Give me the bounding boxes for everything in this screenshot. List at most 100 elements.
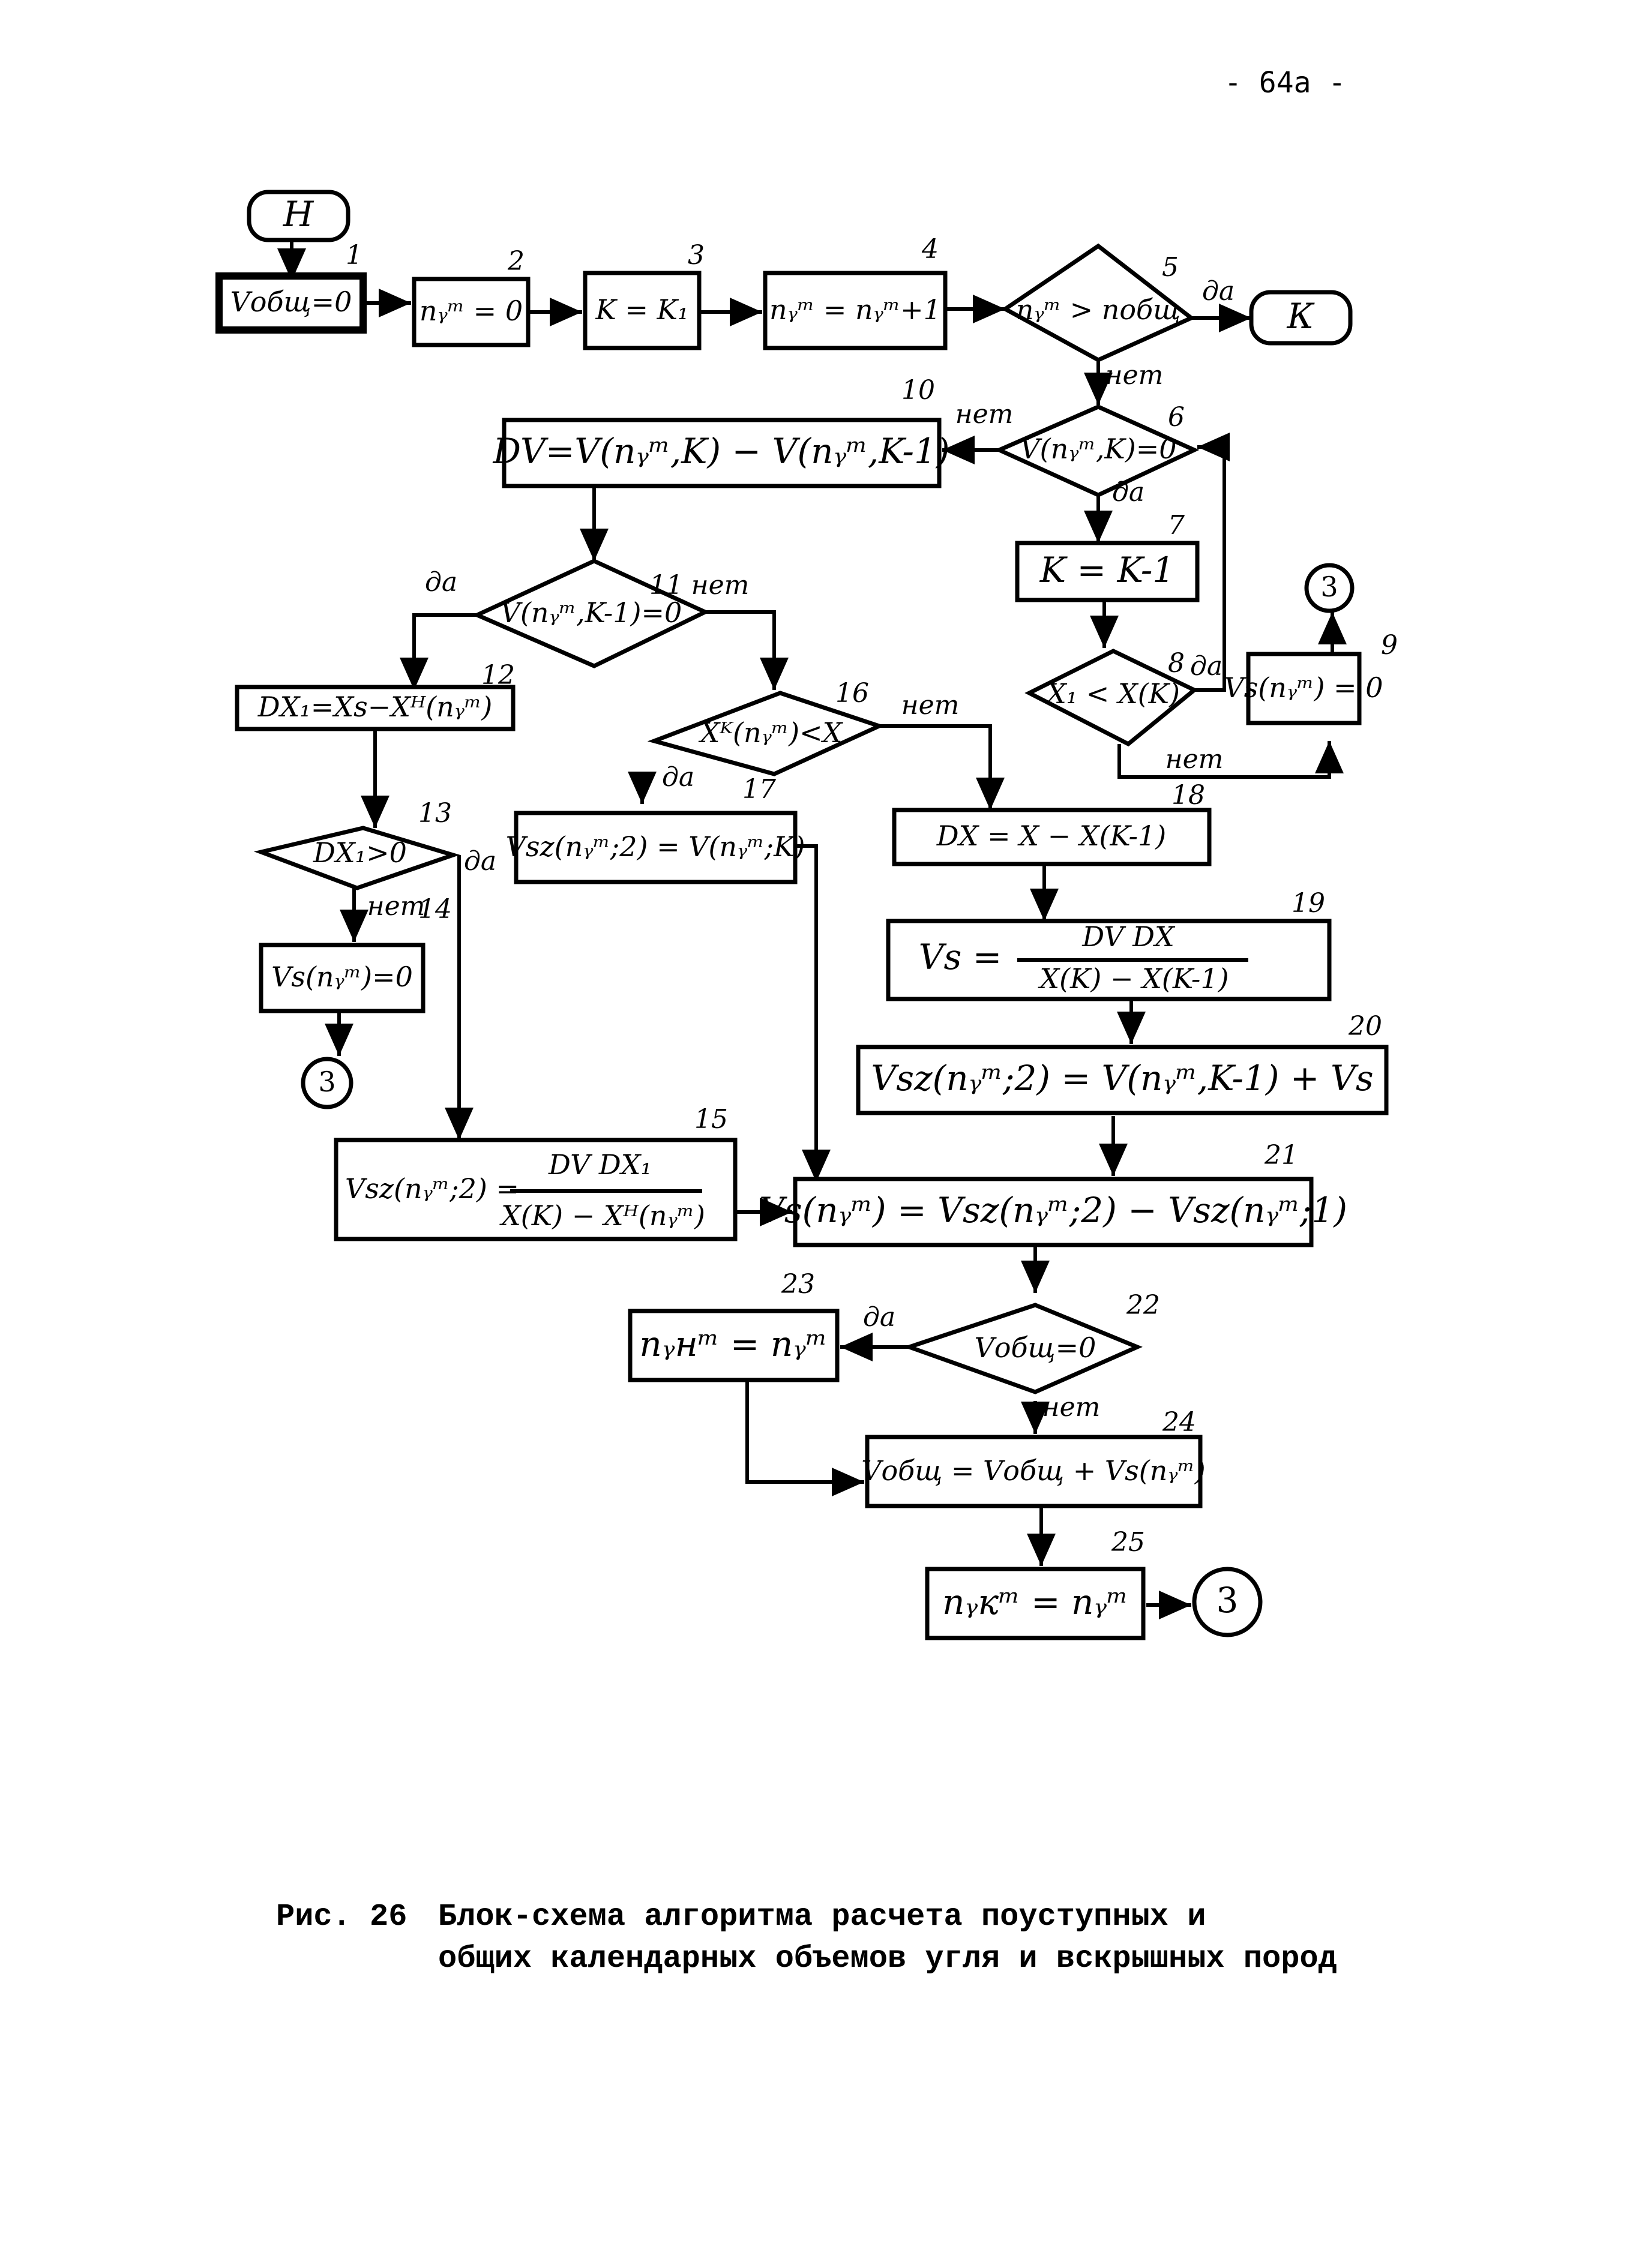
- block-23-number: 23: [781, 1269, 815, 1300]
- decision-16-yes-label: да: [662, 762, 694, 793]
- block-1: Vобщ=0 1: [215, 240, 367, 334]
- block-15-number: 15: [694, 1104, 728, 1135]
- flow-17-21: [795, 844, 831, 1182]
- block-17: Vsz(nᵧᵐ;2) = V(nᵧᵐ;K) 17: [506, 774, 805, 884]
- caption-line-2: общих календарных объемов угля и вскрышн…: [438, 1941, 1337, 1976]
- block-1-text: Vобщ=0: [230, 286, 352, 318]
- block-25-number: 25: [1111, 1527, 1145, 1558]
- connector-25-label: 3: [1216, 1580, 1239, 1621]
- decision-5-no-label: нет: [1105, 360, 1164, 391]
- block-7: K = K-1 7: [1015, 510, 1200, 602]
- decision-5: nᵧᵐ > nобщ 5 да нет: [1001, 243, 1235, 391]
- block-3-text: K = K₁: [595, 293, 689, 326]
- block-7-text: K = K-1: [1039, 550, 1174, 590]
- decision-6-yes-label: да: [1112, 477, 1144, 508]
- block-9-text: Vs(nᵧᵐ) = 0: [1224, 671, 1383, 704]
- block-7-number: 7: [1168, 510, 1185, 541]
- decision-22-yes-label: да: [863, 1302, 895, 1333]
- connector-lines: [277, 240, 1347, 1619]
- start-label: Н: [283, 194, 314, 235]
- block-19-numerator: DV DX: [1081, 920, 1176, 953]
- connector-25: 3: [1192, 1567, 1263, 1637]
- block-17-text: Vsz(nᵧᵐ;2) = V(nᵧᵐ;K): [506, 830, 805, 863]
- block-10-text: DV=V(nᵧᵐ,K) − V(nᵧᵐ,K-1): [492, 431, 949, 472]
- decision-22-no-label: нет: [1042, 1392, 1101, 1423]
- block-25: nᵧкᵐ = nᵧᵐ 25: [925, 1527, 1146, 1640]
- block-25-text: nᵧкᵐ = nᵧᵐ: [942, 1582, 1128, 1622]
- flow-8-9: [1117, 741, 1344, 779]
- block-14-number: 14: [418, 894, 452, 925]
- block-4: nᵧᵐ = nᵧᵐ+1 4: [763, 234, 948, 350]
- block-15-numerator: DV DX₁: [548, 1148, 652, 1181]
- connector-9: 3: [1304, 563, 1355, 613]
- block-12-number: 12: [481, 660, 515, 691]
- block-14: Vs(nᵧᵐ)=0 14: [259, 894, 452, 1013]
- decision-13-number: 13: [418, 798, 452, 829]
- block-9: Vs(nᵧᵐ) = 0 9: [1224, 630, 1398, 725]
- block-14-text: Vs(nᵧᵐ)=0: [271, 961, 413, 993]
- decision-5-text: nᵧᵐ > nобщ: [1016, 293, 1180, 326]
- decision-22-text: Vобщ=0: [975, 1331, 1096, 1364]
- end-label: К: [1287, 296, 1316, 337]
- block-23: nᵧнᵐ = nᵧᵐ 23: [628, 1269, 840, 1382]
- block-12-text: DX₁=Xs−Xᴴ(nᵧᵐ): [257, 691, 493, 723]
- block-17-number: 17: [742, 774, 776, 805]
- decision-22: Vобщ=0 22 да нет: [863, 1290, 1160, 1423]
- block-10: DV=V(nᵧᵐ,K) − V(nᵧᵐ,K-1) 10: [492, 375, 950, 488]
- block-18: DX = X − X(K-1) 18: [892, 780, 1212, 866]
- decision-8-text: X₁ < X(K): [1045, 677, 1180, 710]
- block-15-denominator: X(K) − Xᴴ(nᵧᵐ): [499, 1199, 705, 1232]
- flow-23-24: [745, 1380, 864, 1496]
- decision-6: V(nᵧᵐ,K)=0 6 нет да: [955, 399, 1200, 508]
- decision-22-number: 22: [1126, 1290, 1160, 1321]
- flow-11-12: [400, 613, 477, 690]
- decision-11-no-label: нет: [691, 570, 750, 601]
- block-2-text: nᵧᵐ = 0: [420, 295, 523, 327]
- block-2-number: 2: [507, 246, 525, 277]
- start-terminal: Н: [247, 190, 350, 242]
- decision-5-number: 5: [1162, 252, 1179, 283]
- block-19-lhs: Vs =: [919, 937, 1002, 977]
- block-20-text: Vsz(nᵧᵐ;2) = V(nᵧᵐ,K-1) + Vs: [871, 1058, 1373, 1099]
- end-terminal: К: [1249, 290, 1353, 346]
- block-15-lhs: Vsz(nᵧᵐ;2) =: [345, 1172, 519, 1205]
- block-4-text: nᵧᵐ = nᵧᵐ+1: [769, 293, 941, 326]
- block-3-number: 3: [688, 240, 705, 271]
- decision-11-text: V(nᵧᵐ,K-1)=0: [501, 596, 682, 629]
- figure-number: Рис. 26: [276, 1899, 408, 1934]
- flow-8-6-loop: [1194, 433, 1230, 692]
- decision-13-text: DX₁>0: [313, 836, 407, 869]
- decision-8-number: 8: [1168, 648, 1185, 679]
- block-23-text: nᵧнᵐ = nᵧᵐ: [639, 1324, 827, 1364]
- block-18-text: DX = X − X(K-1): [936, 820, 1166, 852]
- page-number: - 64а -: [1224, 66, 1346, 100]
- block-3: K = K₁ 3: [583, 240, 705, 350]
- block-21-number: 21: [1264, 1140, 1298, 1171]
- decision-6-text: V(nᵧᵐ,K)=0: [1020, 433, 1176, 465]
- decision-8-yes-label: да: [1190, 651, 1222, 682]
- decision-16-no-label: нет: [901, 690, 960, 721]
- figure-caption: Рис. 26 Блок-схема алгоритма расчета поус…: [276, 1896, 1337, 1980]
- decision-13-no-label: нет: [367, 891, 426, 922]
- block-19-denominator: X(K) − X(K-1): [1038, 962, 1229, 995]
- decision-13: DX₁>0 13 да нет: [253, 798, 496, 922]
- block-21-text: Vs(nᵧᵐ) = Vsz(nᵧᵐ;2) − Vsz(nᵧᵐ;1): [759, 1190, 1347, 1231]
- decision-16: Xᴷ(nᵧᵐ)<X 16 нет да: [647, 678, 960, 793]
- block-2: nᵧᵐ = 0 2: [412, 246, 531, 347]
- block-9-number: 9: [1381, 630, 1398, 661]
- decision-8: X₁ < X(K) 8 да нет: [1024, 648, 1224, 775]
- caption-line-1: Блок-схема алгоритма расчета поуступных …: [438, 1899, 1206, 1934]
- decision-6-no-label: нет: [955, 399, 1014, 430]
- connector-14-label: 3: [318, 1066, 335, 1098]
- decision-13-yes-label: да: [464, 846, 496, 877]
- flow-16-18: [879, 724, 1005, 810]
- block-1-number: 1: [346, 240, 362, 271]
- block-19-number: 19: [1292, 888, 1325, 919]
- block-4-number: 4: [921, 234, 939, 265]
- decision-8-no-label: нет: [1165, 744, 1224, 775]
- block-24-number: 24: [1162, 1407, 1196, 1438]
- block-24: Vобщ = Vобщ + Vs(nᵧᵐ) 24: [861, 1407, 1206, 1508]
- decision-11-number: 11: [649, 570, 683, 601]
- block-21: Vs(nᵧᵐ) = Vsz(nᵧᵐ;2) − Vsz(nᵧᵐ;1) 21: [759, 1140, 1347, 1247]
- decision-16-text: Xᴷ(nᵧᵐ)<X: [699, 716, 844, 749]
